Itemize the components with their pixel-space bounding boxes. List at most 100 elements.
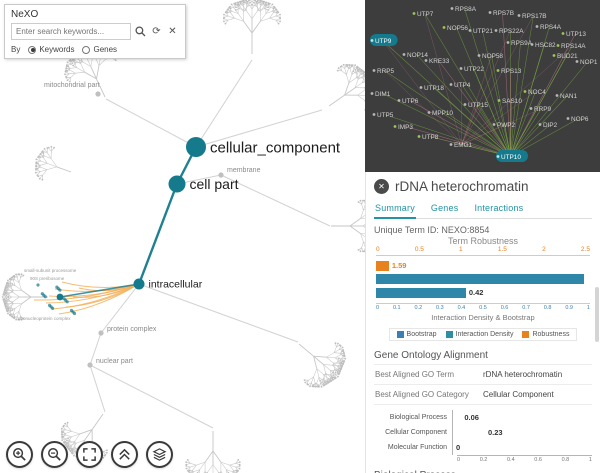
go-bar-zone: 0: [452, 440, 592, 456]
gene-node-label[interactable]: UTP13: [566, 31, 586, 38]
clear-search-icon[interactable]: ✕: [168, 25, 177, 37]
layers-button[interactable]: [146, 441, 173, 468]
gene-node-label[interactable]: UTP7: [417, 11, 434, 18]
gene-node-label[interactable]: RPS9A: [511, 40, 533, 47]
tree-branch: [67, 426, 72, 432]
gene-node-label[interactable]: UTP18: [424, 85, 444, 92]
tree-branch: [298, 343, 314, 357]
gene-node-label[interactable]: RPS14A: [561, 43, 586, 50]
gene-network-canvas[interactable]: UTP7 RPS8A RPS7B RPS17B NOP56 UTP21 RPS22A RPS4…: [365, 0, 600, 172]
gene-node-label[interactable]: HSC82: [535, 42, 556, 49]
gene-node-label[interactable]: NOP6: [571, 116, 589, 123]
gene-node-label[interactable]: RPS8A: [455, 6, 477, 13]
gene-node-label[interactable]: UTP4: [454, 82, 471, 89]
selected-term-node[interactable]: [133, 278, 145, 290]
tree-leaf-node: [69, 450, 72, 453]
gene-node-label[interactable]: EMG1: [454, 142, 473, 149]
tree-node[interactable]: [95, 91, 101, 97]
gene-node-label[interactable]: BUD21: [557, 53, 578, 60]
gene-node-dot: [561, 32, 565, 35]
radio-keywords[interactable]: Keywords: [28, 45, 74, 54]
close-panel-button[interactable]: ✕: [374, 179, 389, 194]
gene-node-label[interactable]: NOP58: [482, 53, 503, 60]
gene-node-label[interactable]: UTP10: [501, 154, 521, 161]
tree-branch: [82, 61, 91, 67]
tree-leaf-node: [340, 362, 343, 365]
tree-node[interactable]: [98, 330, 104, 336]
gene-node-label[interactable]: PWP2: [497, 122, 516, 129]
tree-leaf-node: [362, 72, 365, 74]
tree-leaf-node: [234, 2, 237, 5]
tree-leaf-node: [354, 64, 356, 67]
gene-node-label[interactable]: RPS17B: [522, 13, 547, 20]
gene-node-label[interactable]: RPS7B: [493, 10, 514, 17]
gene-network-panel[interactable]: UTP7 RPS8A RPS7B RPS17B NOP56 UTP21 RPS22A RPS4…: [365, 0, 600, 172]
legend-item: Robustness: [522, 331, 569, 339]
gene-node-label[interactable]: IMP3: [398, 124, 413, 131]
gene-node-label[interactable]: UTP8: [422, 134, 439, 141]
gene-node-label[interactable]: NAN1: [560, 93, 577, 100]
gene-node-label[interactable]: UTP5: [377, 112, 394, 119]
gene-node-label[interactable]: KRE33: [429, 58, 450, 65]
tree-branch: [346, 68, 349, 75]
tab-summary[interactable]: Summary: [374, 201, 416, 219]
gene-node-label[interactable]: RPS4A: [540, 24, 562, 31]
scrollbar-thumb[interactable]: [595, 287, 599, 342]
gene-node-label[interactable]: MPP10: [432, 110, 453, 117]
zoom-fit-button[interactable]: [76, 441, 103, 468]
selected-term-node[interactable]: [186, 137, 206, 157]
axis-tick: 1: [588, 457, 592, 464]
gene-node-label[interactable]: DIM1: [375, 91, 391, 98]
tree-node[interactable]: [87, 362, 93, 368]
network-edge: [510, 44, 545, 157]
tree-leaf-node: [339, 359, 342, 361]
radio-genes[interactable]: Genes: [82, 45, 117, 54]
cluster-label: ribonucleoprotein complex: [18, 316, 71, 321]
tree-leaf-node: [224, 22, 227, 25]
highlighted-gene-pill[interactable]: [370, 34, 398, 46]
gene-node-label[interactable]: SAS10: [502, 98, 522, 105]
zoom-out-button[interactable]: [41, 441, 68, 468]
go-bar-value: 0.06: [464, 413, 479, 423]
selected-term-node[interactable]: [168, 175, 186, 193]
tree-branch: [313, 355, 324, 365]
gene-node-label[interactable]: UTP9: [375, 38, 392, 45]
gene-node-label[interactable]: NOP1: [580, 59, 598, 66]
highlighted-gene-pill[interactable]: [496, 150, 528, 162]
tree-branch: [228, 17, 235, 21]
gene-node-dot: [556, 44, 560, 47]
cluster-hub-node[interactable]: [56, 293, 64, 301]
gene-node-label[interactable]: DIP2: [543, 122, 558, 129]
zoom-in-button[interactable]: [6, 441, 33, 468]
gene-node-label[interactable]: UTP6: [402, 98, 419, 105]
tree-leaf-node: [13, 315, 16, 318]
gene-node-label[interactable]: RRP5: [377, 68, 394, 75]
gene-node-label[interactable]: UTP21: [473, 28, 493, 35]
tree-branch: [13, 280, 16, 286]
gene-node-label[interactable]: NOC4: [528, 89, 546, 96]
tree-leaf-node: [34, 171, 37, 174]
tree-leaf-node: [43, 148, 46, 150]
tree-branch: [361, 241, 364, 248]
gene-node-label[interactable]: NOP14: [407, 52, 428, 59]
tree-branch: [311, 376, 314, 383]
search-icon[interactable]: [134, 25, 147, 39]
gene-node-label[interactable]: RPS13: [501, 68, 522, 75]
tree-leaf-node: [315, 385, 317, 388]
gene-node-label[interactable]: RRP9: [534, 106, 551, 113]
search-input[interactable]: [11, 23, 131, 40]
gene-node-label[interactable]: NOP56: [447, 25, 468, 32]
tree-leaf-node: [39, 153, 42, 156]
tree-node[interactable]: [218, 172, 224, 178]
tab-interactions[interactable]: Interactions: [474, 203, 524, 213]
collapse-tree-button[interactable]: [111, 441, 138, 468]
tree-leaf-node: [333, 376, 336, 379]
gene-node-label[interactable]: UTP22: [464, 66, 484, 73]
tree-leaf-node: [223, 13, 225, 16]
gene-node-label[interactable]: UTP15: [468, 102, 488, 109]
reset-search-icon[interactable]: ⟳: [152, 25, 161, 37]
tab-genes[interactable]: Genes: [430, 203, 459, 213]
gene-node-label[interactable]: RPS22A: [499, 28, 524, 35]
